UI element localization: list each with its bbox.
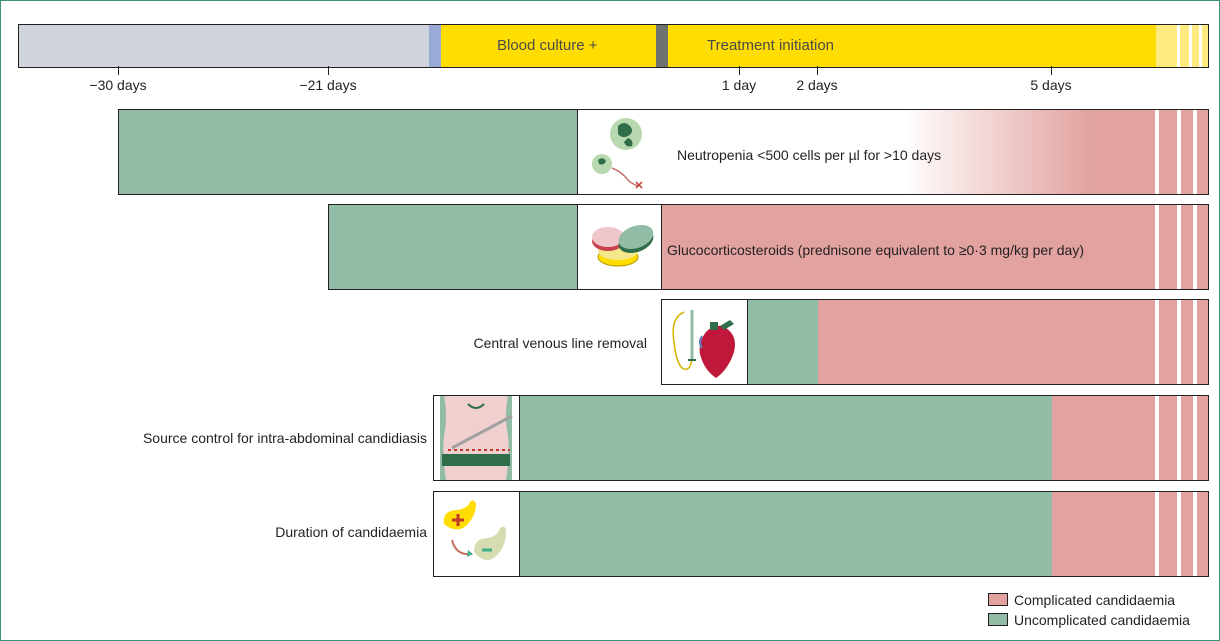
tick-label: −30 days — [89, 77, 147, 93]
complicated-segment — [818, 300, 1208, 384]
fade-stripe — [1193, 110, 1197, 194]
neutrophil-cells-icon — [577, 110, 662, 194]
timeline-fade-stripe — [1199, 25, 1202, 67]
fade-stripe — [1155, 205, 1159, 289]
cvl-bar — [661, 299, 1209, 385]
steroids-bar: Glucocorticosteroids (prednisone equival… — [328, 204, 1209, 290]
heart-catheter-icon — [662, 300, 748, 384]
culture-conversion-icon — [434, 492, 520, 576]
tick-label: 5 days — [1030, 77, 1072, 93]
fade-stripe — [1177, 300, 1181, 384]
tick-mark — [118, 66, 119, 75]
uncomplicated-segment — [520, 492, 1052, 576]
timeline-fade-stripe — [1177, 25, 1180, 67]
legend-swatch-uncomplicated — [988, 613, 1008, 626]
fade-stripe — [1155, 396, 1159, 480]
timeline-fade-stripe — [1189, 25, 1192, 67]
neutropenia-bar: Neutropenia <500 cells per µl for >10 da… — [118, 109, 1209, 195]
duration-bar — [433, 491, 1209, 577]
timeline-culture-marker — [429, 25, 441, 67]
fade-stripe — [1177, 205, 1181, 289]
treatment-initiation-label: Treatment initiation — [707, 37, 835, 54]
fade-stripe — [1177, 110, 1181, 194]
gradient-segment — [661, 110, 1208, 194]
uncomplicated-segment — [329, 205, 577, 289]
fade-stripe — [1155, 492, 1159, 576]
cvl-label: Central venous line removal — [473, 335, 647, 351]
duration-label: Duration of candidaemia — [275, 524, 427, 540]
tick-mark — [817, 66, 818, 75]
fade-stripe — [1193, 396, 1197, 480]
timeline-yellow-2 — [668, 25, 1156, 67]
timeline-pre-culture — [19, 25, 429, 67]
tick-label: −21 days — [299, 77, 357, 93]
complicated-segment — [1052, 492, 1208, 576]
fade-stripe — [1193, 300, 1197, 384]
legend-complicated: Complicated candidaemia — [988, 592, 1175, 608]
fade-stripe — [1177, 492, 1181, 576]
legend-swatch-complicated — [988, 593, 1008, 606]
abdomen-incision-icon — [434, 396, 520, 480]
tick-mark — [739, 66, 740, 75]
source-control-bar — [433, 395, 1209, 481]
fade-stripe — [1155, 300, 1159, 384]
fade-stripe — [1177, 396, 1181, 480]
pills-icon — [577, 205, 662, 289]
uncomplicated-segment — [520, 396, 1052, 480]
legend-uncomplicated: Uncomplicated candidaemia — [988, 612, 1190, 628]
fade-stripe — [1193, 492, 1197, 576]
fade-stripe — [1193, 205, 1197, 289]
neutropenia-label: Neutropenia <500 cells per µl for >10 da… — [677, 147, 942, 163]
legend-label-complicated: Complicated candidaemia — [1014, 592, 1176, 608]
complicated-segment — [661, 205, 1208, 289]
steroids-label: Glucocorticosteroids (prednisone equival… — [667, 242, 1085, 258]
blood-culture-label: Blood culture + — [497, 37, 598, 54]
uncomplicated-segment — [748, 300, 818, 384]
tick-mark — [328, 66, 329, 75]
tick-label: 2 days — [796, 77, 838, 93]
timeline-bar: Blood culture + Treatment initiation — [18, 24, 1209, 68]
tick-mark — [1051, 66, 1052, 75]
timeline-treatment-marker — [656, 25, 668, 67]
fade-stripe — [1155, 110, 1159, 194]
tick-label: 1 day — [721, 77, 757, 93]
uncomplicated-segment — [119, 110, 577, 194]
complicated-segment — [1052, 396, 1208, 480]
source-control-label: Source control for intra-abdominal candi… — [142, 430, 427, 446]
timeline-yellow-1 — [441, 25, 656, 67]
legend-label-uncomplicated: Uncomplicated candidaemia — [1014, 612, 1190, 628]
